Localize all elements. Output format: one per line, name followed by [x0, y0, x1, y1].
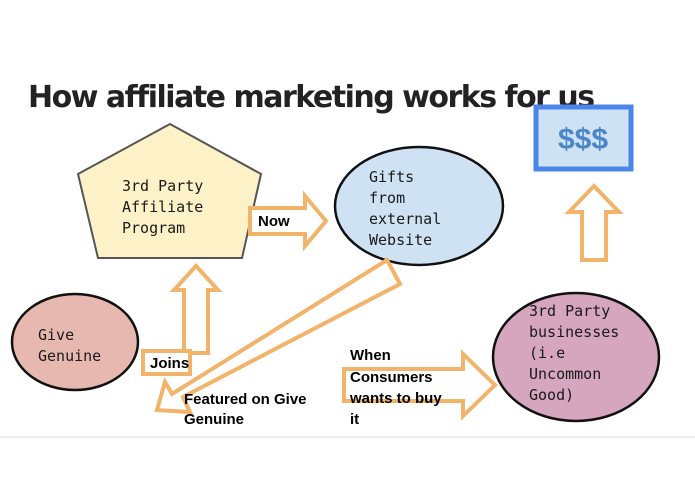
gifts-website-shape	[333, 145, 505, 267]
page-title: How affiliate marketing works for us	[28, 80, 594, 115]
consumers-label-line-1: When	[350, 347, 391, 364]
businesses-line-3: (i.e	[529, 344, 565, 362]
money-up-arrow	[564, 183, 624, 262]
affiliate-program-line-2: Affiliate	[122, 198, 203, 216]
businesses-shape	[491, 291, 661, 423]
affiliate-program-line-3: Program	[122, 219, 185, 237]
businesses-line-2: businesses	[529, 323, 619, 341]
gifts-website-line-4: Website	[369, 231, 432, 249]
featured-arrow	[154, 257, 403, 415]
joins-label: Joins	[150, 355, 189, 372]
give-genuine-line-1: Give	[38, 326, 74, 344]
gifts-website-line-1: Gifts	[369, 168, 414, 186]
joins-box	[141, 349, 192, 376]
businesses-line-4: Uncommon	[529, 365, 601, 383]
money-box	[533, 104, 634, 172]
now-label: Now	[258, 213, 290, 230]
businesses-line-5: Good)	[529, 386, 574, 404]
consumers-label-line-3: wants to buy	[349, 390, 442, 407]
consumers-label-line-4: it	[350, 411, 359, 428]
joins-up-arrow	[169, 263, 223, 355]
give-genuine-shape	[10, 292, 140, 392]
featured-label-line-1: Featured on Give	[184, 391, 307, 408]
featured-label-line-2: Genuine	[184, 411, 244, 428]
gifts-website-line-3: external	[369, 210, 441, 228]
affiliate-program-line-1: 3rd Party	[122, 177, 203, 195]
gifts-website-line-2: from	[369, 189, 405, 207]
now-arrow	[248, 190, 329, 252]
businesses-line-1: 3rd Party	[529, 302, 610, 320]
give-genuine-line-2: Genuine	[38, 347, 101, 365]
affiliate-program-shape	[76, 122, 263, 259]
consumers-arrow	[342, 349, 498, 421]
consumers-label-line-2: Consumers	[350, 369, 433, 386]
money-label: $$$	[558, 123, 608, 156]
